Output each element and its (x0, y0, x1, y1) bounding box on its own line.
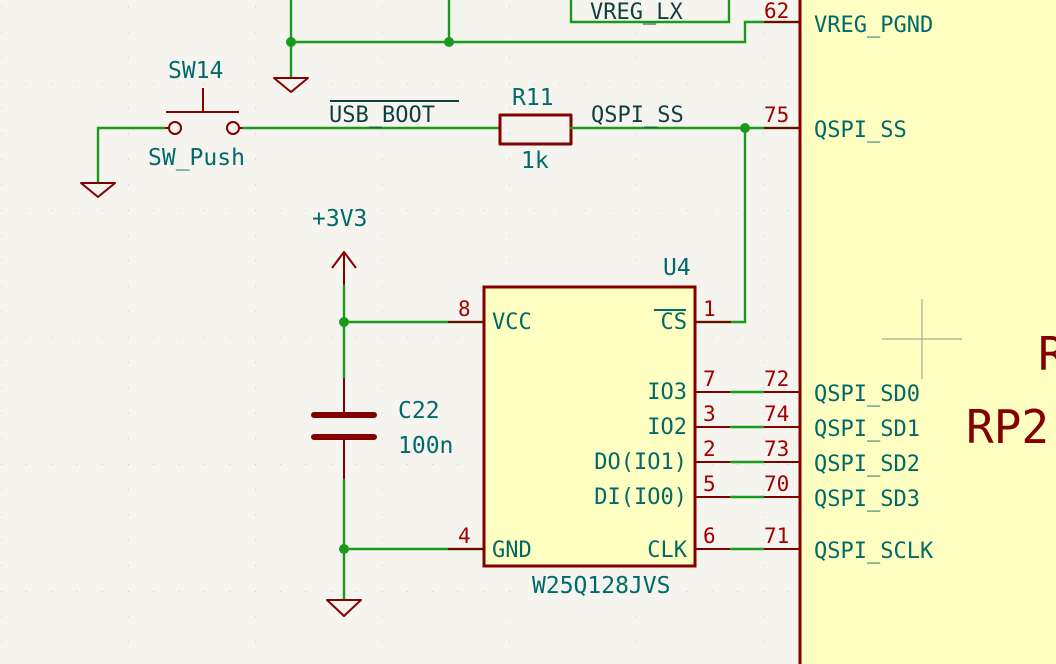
u4-pin-number: 8 (458, 297, 471, 321)
u4-pin-name: VCC (492, 310, 532, 335)
sw14-reference: SW14 (168, 58, 223, 84)
resistor-body (498, 113, 573, 146)
u4-pin-name: IO3 (647, 380, 687, 405)
u4-pin-number: 5 (703, 472, 716, 496)
rp2040-pin-number: 72 (764, 367, 789, 391)
c22-value: 100n (398, 433, 453, 459)
junction-dot (339, 544, 349, 554)
u4-pin-number: 1 (703, 297, 716, 321)
u4-pin-name: CLK (647, 538, 687, 563)
junction-dot (286, 37, 296, 47)
junction-dot (444, 37, 454, 47)
r11-reference: R11 (512, 85, 554, 111)
rp2040-pin-number: 71 (764, 524, 789, 548)
u4-pin-number: 4 (458, 524, 471, 548)
flash-chip-u4[interactable]: U4 W25Q128JVS 8 VCC 4 GND 1 CS 7 IO3 3 I… (448, 255, 731, 599)
capacitor-c22[interactable]: C22 100n (311, 378, 453, 480)
crosshair-cursor-icon (882, 299, 962, 379)
rp2040-reference-fragment: R (1038, 327, 1056, 381)
u4-pin-number: 7 (703, 367, 716, 391)
rp2040-pin-name: QSPI_SD1 (814, 417, 920, 442)
vreg-lx-label: VREG_LX (590, 0, 683, 25)
resistor-r11[interactable]: R11 1k (498, 85, 573, 174)
usb-boot-net-label[interactable]: USB_BOOT (329, 103, 435, 128)
rp2040-pin-number: 74 (764, 402, 789, 426)
u4-pin-number: 3 (703, 402, 716, 426)
c22-reference: C22 (398, 398, 440, 424)
rp2040-pin-name: QSPI_SD3 (814, 487, 920, 512)
rp2040-pin-name: QSPI_SD2 (814, 452, 920, 477)
power-port-3v3[interactable]: +3V3 (312, 206, 367, 286)
qspi-bus-wires[interactable] (729, 390, 766, 551)
u4-reference: U4 (663, 255, 691, 281)
u4-pin-number: 2 (703, 437, 716, 461)
vreg-lx-label-box[interactable]: VREG_LX (569, 0, 731, 25)
junction-dot (740, 123, 750, 133)
rp2040-body (798, 0, 1056, 664)
junction-dot (339, 317, 349, 327)
u4-value: W25Q128JVS (532, 573, 670, 599)
qspi-ss-net-label[interactable]: QSPI_SS (591, 103, 684, 128)
mcu-rp2040[interactable]: R RP2 62 VREG_PGND 75 QSPI_SS 72 QSPI_SD… (764, 0, 1056, 664)
rp2040-pin-number: 62 (764, 0, 789, 23)
rp2040-value-fragment: RP2 (966, 400, 1049, 454)
rp2040-pin-number: 73 (764, 437, 789, 461)
ground-symbol-flash[interactable] (326, 599, 362, 617)
rp2040-pin-number: 75 (764, 103, 789, 127)
u4-pin-name: CS (661, 310, 688, 335)
switch-contact-right (226, 121, 240, 135)
ground-symbol-switch[interactable] (80, 182, 116, 198)
u4-pin-number: 6 (703, 524, 716, 548)
power-3v3-label: +3V3 (312, 206, 367, 232)
switch-sw14[interactable]: SW14 SW_Push (96, 58, 502, 185)
rp2040-pin-name: VREG_PGND (814, 13, 933, 38)
rp2040-pin-name: QSPI_SD0 (814, 382, 920, 407)
u4-pin-name: IO2 (647, 415, 687, 440)
rp2040-pin-number: 70 (764, 472, 789, 496)
u4-body (482, 285, 697, 568)
switch-contact-left (168, 121, 182, 135)
u4-pin-name: DO(IO1) (594, 450, 687, 475)
sw14-value: SW_Push (148, 145, 245, 171)
u4-pin-name: GND (492, 538, 532, 563)
ground-symbol-top[interactable] (273, 77, 309, 93)
rp2040-pin-name: QSPI_SS (814, 118, 907, 143)
r11-value: 1k (521, 148, 549, 174)
u4-pin-name: DI(IO0) (594, 485, 687, 510)
rp2040-pin-name: QSPI_SCLK (814, 539, 934, 564)
